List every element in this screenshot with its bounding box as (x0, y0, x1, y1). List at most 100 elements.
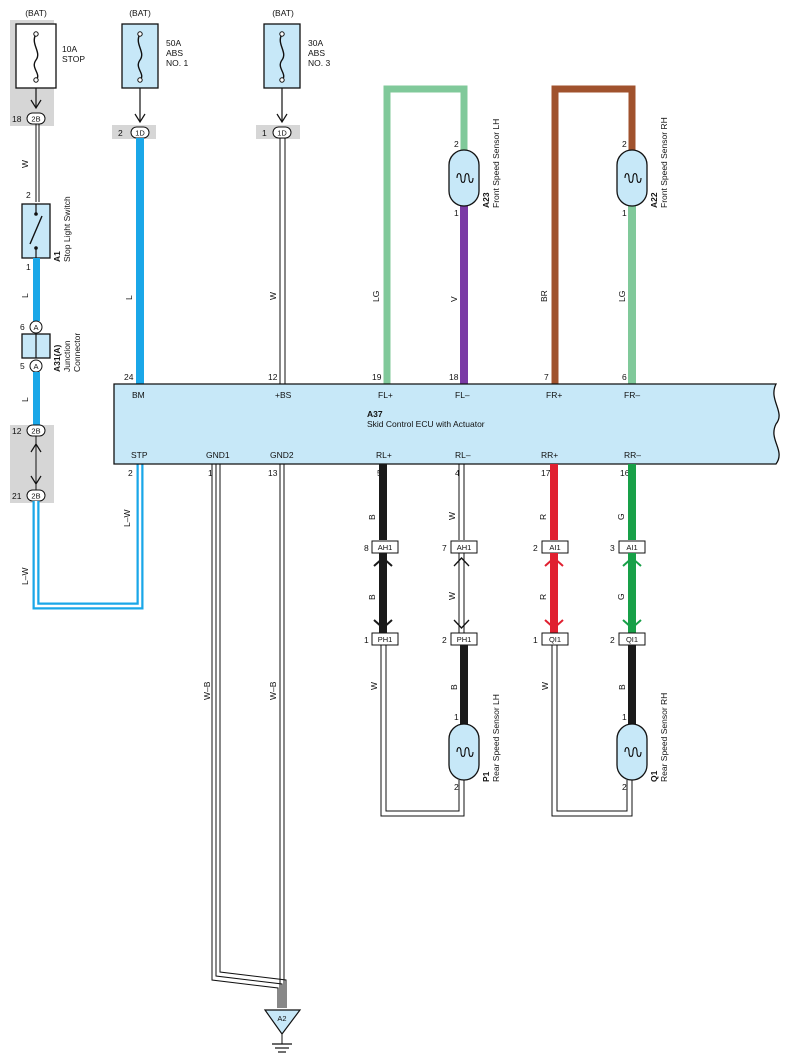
ecu-pin-4: 4 (455, 468, 460, 478)
rear-speed-sensor-rh (616, 723, 648, 781)
svg-text:2B: 2B (31, 492, 40, 501)
rear-lh-id: P1 (481, 771, 491, 782)
svg-text:2B: 2B (31, 427, 40, 436)
wire-label-w-bs: W (268, 292, 278, 300)
ecu-label-fr-plus: FR+ (546, 390, 562, 400)
fuse-abs1-rating: 50A (166, 38, 181, 48)
junction-1d-abs3: 1D (272, 126, 292, 139)
svg-text:A: A (33, 323, 38, 332)
wire-b-q1 (628, 645, 636, 725)
svg-text:AI1: AI1 (549, 543, 560, 552)
ecu-label-gnd1: GND1 (206, 450, 230, 460)
bat-label-stop: (BAT) (25, 8, 47, 18)
connector-ai1-3-pin: 3 (610, 543, 615, 553)
wire-w-rl (458, 464, 465, 540)
wire-w-q1 (551, 645, 633, 817)
wire-label-v: V (449, 296, 459, 302)
wire-label-wb-1: W–B (202, 681, 212, 700)
wire-label-r-rr: R (538, 514, 548, 520)
stop-light-switch (21, 203, 51, 259)
ecu-pin-13: 13 (268, 468, 278, 478)
wire-wb-gnd1 (211, 464, 287, 1008)
wire-label-w-rl: W (447, 512, 457, 520)
ecu-pin-16: 16 (620, 468, 630, 478)
fuse-10a-stop (15, 23, 57, 89)
ground-symbol (263, 1009, 302, 1053)
wire-label-w-q1: W (540, 682, 550, 690)
ecu-pin-12: 12 (268, 372, 278, 382)
jc-name-2: Connector (72, 333, 82, 372)
stop-switch-id: A1 (52, 251, 62, 262)
connector-ph1-2-pin: 2 (442, 635, 447, 645)
front-rh-pin-top: 2 (622, 139, 627, 149)
wire-label-w-rl2: W (447, 592, 457, 600)
svg-text:AI1: AI1 (626, 543, 637, 552)
connector-qi1-1-pin: 1 (533, 635, 538, 645)
wire-g-rr-2 (628, 553, 636, 633)
fuse-stop-rating: 10A (62, 44, 77, 54)
fuse-abs3-name: ABS (308, 48, 325, 58)
junction-2b-top-pin: 18 (12, 114, 22, 124)
stop-switch-name: Stop Light Switch (62, 196, 72, 262)
wire-label-lw-2: L–W (122, 510, 132, 527)
wire-wb-gnd2 (279, 464, 285, 1008)
wire-w-p1 (380, 645, 465, 817)
wire-label-wb-2: W–B (268, 681, 278, 700)
ecu-name: Skid Control ECU with Actuator (367, 419, 485, 429)
wire-label-lg-right: LG (617, 291, 627, 302)
connector-ai1-2-pin: 2 (533, 543, 538, 553)
ecu-label-fr-minus: FR– (624, 390, 640, 400)
wire-label-l-bm: L (124, 295, 134, 300)
wire-label-br: BR (539, 290, 549, 302)
wire-r-rr-2 (550, 553, 558, 633)
ecu-pin-18: 18 (449, 372, 459, 382)
wire-b-p1 (460, 645, 468, 725)
fuse-50a-abs1 (121, 23, 159, 89)
junction-1d-abs1: 1D (130, 126, 150, 139)
svg-text:AH1: AH1 (378, 543, 393, 552)
rear-lh-pin-bottom: 2 (454, 782, 459, 792)
wire-l-conn (33, 372, 40, 426)
connector-ah1-8-pin: 8 (364, 543, 369, 553)
ecu-label-gnd2: GND2 (270, 450, 294, 460)
front-lh-pin-bottom: 1 (454, 208, 459, 218)
connector-qi1-2-pin: 2 (610, 635, 615, 645)
ecu-pin-17: 17 (541, 468, 551, 478)
jc-pin-top: 6 (20, 322, 25, 332)
jc-id: A31(A) (52, 344, 62, 372)
front-speed-sensor-rh (616, 149, 648, 207)
wire-br (551, 85, 636, 384)
front-rh-pin-bottom: 1 (622, 208, 627, 218)
ecu-pin-24: 24 (124, 372, 134, 382)
ecu-label-fl-minus: FL– (455, 390, 470, 400)
stop-switch-pin-bottom: 1 (26, 262, 31, 272)
svg-text:PH1: PH1 (378, 635, 393, 644)
ecu-label-rr-plus: RR+ (541, 450, 558, 460)
junction-1d-abs1-pin: 2 (118, 128, 123, 138)
wire-label-b-p1: B (449, 684, 459, 690)
wire-label-lw-1: L–W (20, 568, 30, 585)
connector-2b-12: 2B (26, 424, 46, 437)
wire-v (460, 206, 468, 384)
ecu-pin-2: 2 (128, 468, 133, 478)
front-lh-name: Front Speed Sensor LH (491, 119, 501, 208)
ecu-pin-7: 7 (544, 372, 549, 382)
wire-b-rl-2 (379, 553, 387, 633)
connector-ph1-1-pin: 1 (364, 635, 369, 645)
wire-label-l-conn: L (20, 397, 30, 402)
svg-text:1D: 1D (277, 129, 287, 138)
ecu-box (113, 383, 780, 465)
ecu-pin-1: 1 (208, 468, 213, 478)
svg-text:QI1: QI1 (549, 635, 561, 644)
jc-name-1: Junction (62, 340, 72, 372)
rear-rh-id: Q1 (649, 770, 659, 782)
svg-text:QI1: QI1 (626, 635, 638, 644)
rear-lh-pin-top: 1 (454, 712, 459, 722)
ecu-pin-19: 19 (372, 372, 382, 382)
wire-label-g-rr: G (616, 513, 626, 520)
wire-lg-left (383, 85, 468, 384)
junction-connector-a31 (21, 333, 51, 359)
wire-label-b-rl2: B (367, 594, 377, 600)
front-lh-pin-top: 2 (454, 139, 459, 149)
